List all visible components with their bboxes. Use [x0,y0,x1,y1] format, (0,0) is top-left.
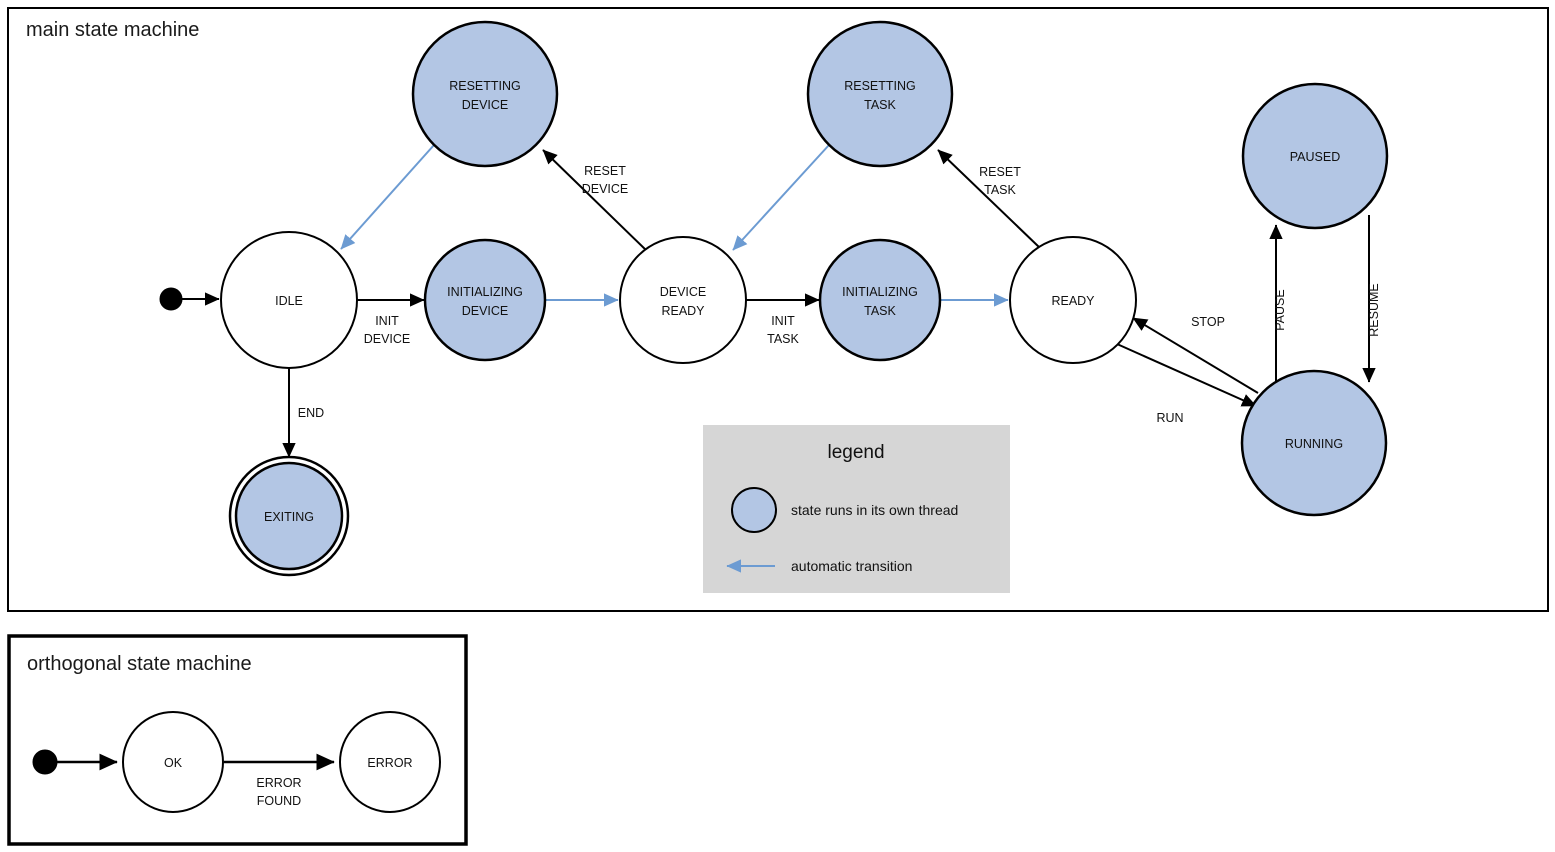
transition-label-reset-device-line2: DEVICE [582,182,629,196]
transition-label-error-found-line1: ERROR [256,776,301,790]
transition-stop [1132,317,1259,394]
legend-thread-state-swatch [731,487,777,533]
transition-label-init-task-line2: TASK [767,332,799,346]
state-label-error: ERROR [367,756,412,770]
transition-label-init-device-line1: INIT [375,314,399,328]
initial-state-dot-orthogonal [32,749,58,775]
transition-label-init-device-line2: DEVICE [364,332,411,346]
transition-label-end: END [298,406,324,420]
orthogonal-state-machine-frame [7,634,468,846]
state-label-ok: OK [164,756,183,770]
state-idle[interactable] [220,231,358,369]
transition-label-resume: RESUME [1367,283,1381,336]
legend-thread-state-text: state runs in its own thread [791,502,958,518]
state-ready[interactable] [1009,236,1137,364]
transition-label-reset-task-line1: RESET [979,165,1021,179]
state-paused[interactable] [1241,82,1389,230]
state-label-initializing-device-line2: DEVICE [462,304,509,318]
transition-label-init-task-line1: INIT [771,314,795,328]
state-label-paused: PAUSED [1290,150,1340,164]
transition-label-run: RUN [1156,411,1183,425]
state-running[interactable] [1240,369,1388,517]
main-frame-title: main state machine [26,19,199,41]
state-error[interactable] [339,711,441,813]
state-label-exiting: EXITING [264,510,314,524]
state-label-resetting-device-line2: DEVICE [462,98,509,112]
transition-label-stop: STOP [1191,315,1225,329]
state-label-initializing-task-line2: TASK [864,304,896,318]
transition-label-reset-device-line1: RESET [584,164,626,178]
state-exiting[interactable] [234,461,344,571]
transition-label-reset-task-line2: TASK [984,183,1016,197]
state-initializing-device[interactable] [423,238,547,362]
transition-label-error-found-line2: FOUND [257,794,301,808]
state-label-device-ready-line2: READY [661,304,705,318]
state-label-resetting-task-line1: RESETTING [844,79,916,93]
state-label-running: RUNNING [1285,437,1343,451]
state-resetting-task[interactable] [806,20,954,168]
state-label-resetting-task-line2: TASK [864,98,896,112]
initial-state-dot-main [159,287,183,311]
legend-title: legend [827,442,884,463]
main-state-machine-frame [7,7,1549,612]
state-label-resetting-device-line1: RESETTING [449,79,521,93]
state-device-ready[interactable] [619,236,747,364]
state-label-device-ready-line1: DEVICE [660,285,707,299]
transition-auto-resetting-task-to-device-ready [732,144,830,251]
orthogonal-frame-title: orthogonal state machine [27,653,252,675]
state-ok[interactable] [122,711,224,813]
transition-reset-task [937,149,1041,249]
state-resetting-device[interactable] [411,20,559,168]
state-label-initializing-device-line1: INITIALIZING [447,285,523,299]
transition-run [1116,343,1257,407]
state-label-ready: READY [1051,294,1095,308]
state-initializing-task[interactable] [818,238,942,362]
transition-auto-resetting-device-to-idle [340,144,435,250]
state-label-idle: IDLE [275,294,303,308]
state-label-initializing-task-line1: INITIALIZING [842,285,918,299]
transition-label-pause: PAUSE [1273,289,1287,330]
legend-auto-transition-text: automatic transition [791,558,912,574]
transition-reset-device [542,149,649,253]
